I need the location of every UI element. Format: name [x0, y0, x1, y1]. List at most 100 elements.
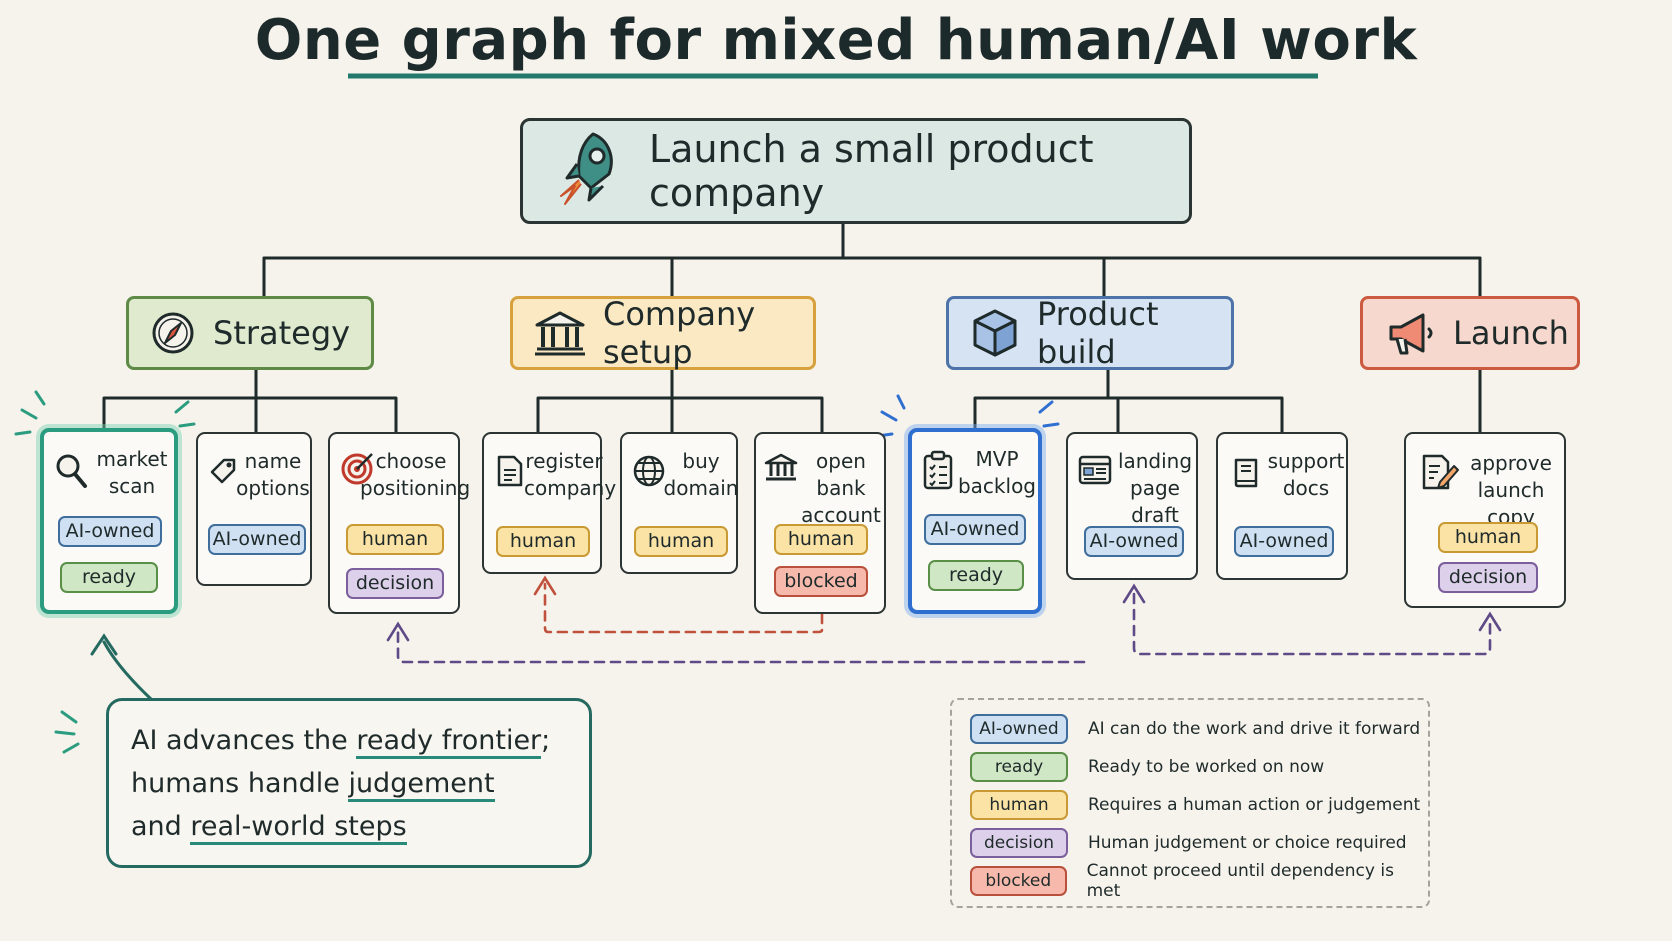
tag-human: human [774, 524, 868, 555]
strategy-connector [102, 368, 398, 434]
tag-decision: decision [346, 568, 444, 599]
dependency-arrow-purple-left [396, 628, 1086, 664]
legend-row-decision: decision Human judgement or choice requi… [970, 828, 1407, 858]
task-card-open-bank-account[interactable]: open bank account human blocked [754, 432, 886, 614]
tag-ready: ready [970, 752, 1068, 782]
tag-ready: ready [928, 560, 1024, 591]
callout-pointer [102, 640, 154, 702]
legend-row-ai-owned: AI-owned AI can do the work and drive it… [970, 714, 1420, 744]
task-label-line2: positioning [360, 476, 471, 500]
task-label-line1: landing [1117, 449, 1193, 473]
task-label-line1: MVP [975, 447, 1019, 471]
task-label-line2: launch copy [1477, 478, 1545, 529]
category-product-build[interactable]: Product build [946, 295, 1234, 371]
task-label-line2: docs [1282, 476, 1330, 500]
task-label-line1: choose [375, 449, 447, 473]
legend-description: AI can do the work and drive it forward [1088, 719, 1421, 739]
task-card-support-docs[interactable]: support docs AI-owned [1216, 432, 1348, 580]
category-label: Product build [1037, 295, 1159, 371]
tag-ai-owned: AI-owned [970, 714, 1068, 744]
dependency-arrowhead-purple-right-a [1122, 583, 1146, 604]
megaphone-icon [1383, 309, 1437, 357]
rocket-icon [551, 126, 631, 216]
legend-row-human: human Requires a human action or judgeme… [970, 790, 1420, 820]
tag-blocked: blocked [970, 866, 1067, 896]
tag-human: human [1438, 522, 1538, 553]
tag-blocked: blocked [774, 566, 868, 597]
task-card-approve-launch-copy[interactable]: approve launch copy human decision [1404, 432, 1566, 608]
task-card-buy-domain[interactable]: buy domain human [620, 432, 738, 574]
category-strategy[interactable]: Strategy [126, 296, 374, 370]
legend-description: Requires a human action or judgement [1088, 795, 1421, 815]
task-label-line1: market [96, 447, 168, 471]
task-label-line2: scan [108, 474, 156, 498]
tag-decision: decision [1438, 562, 1538, 593]
category-company-setup[interactable]: Company setup [510, 295, 816, 371]
task-label-line1: open bank [816, 449, 866, 500]
company-setup-connector [536, 368, 824, 434]
task-label-line2: backlog [957, 474, 1037, 498]
root-goal-label: Launch a small product company [649, 127, 1094, 215]
category-label: Company setup [603, 295, 756, 371]
callout-line-1: AI advances the ready frontier; [131, 719, 567, 762]
tag-ai-owned: AI-owned [58, 516, 162, 547]
tag-ai-owned: AI-owned [208, 524, 306, 555]
tag-icon [208, 456, 238, 490]
legend-description: Cannot proceed until dependency is met [1086, 861, 1394, 901]
compass-icon [149, 309, 197, 357]
task-card-market-scan[interactable]: market scan AI-owned ready [40, 428, 178, 614]
bank-icon [764, 452, 798, 488]
task-label-line2: account [801, 503, 881, 527]
tag-ai-owned: AI-owned [924, 514, 1026, 545]
cube-icon [969, 307, 1021, 359]
checklist-icon [922, 450, 954, 494]
legend-row-blocked: blocked Cannot proceed until dependency … [970, 861, 1428, 901]
tag-ai-owned: AI-owned [1234, 526, 1334, 557]
category-launch[interactable]: Launch [1360, 296, 1580, 370]
tag-human: human [496, 526, 590, 557]
task-card-mvp-backlog[interactable]: MVP backlog AI-owned ready [908, 428, 1042, 614]
task-label-line1: name [244, 449, 302, 473]
category-label: Launch [1453, 314, 1569, 352]
dependency-arrowhead-red [533, 575, 557, 596]
task-label-line2: page draft [1130, 476, 1180, 527]
root-goal-node[interactable]: Launch a small product company [520, 118, 1192, 224]
legend: AI-owned AI can do the work and drive it… [950, 698, 1430, 908]
page-title: One graph for mixed human/AI work [254, 8, 1418, 73]
task-label-line1: buy [682, 449, 720, 473]
product-build-connector [973, 368, 1284, 434]
underline-judgement: judgement [348, 768, 495, 802]
task-label-line2: domain [663, 476, 739, 500]
tag-human: human [634, 526, 728, 557]
tag-ready: ready [60, 562, 158, 593]
callout-line-2: humans handle judgement [131, 762, 567, 805]
legend-row-ready: ready Ready to be worked on now [970, 752, 1324, 782]
bank-building-icon [533, 309, 587, 357]
legend-description: Ready to be worked on now [1088, 757, 1325, 777]
dependency-arrowhead-purple-left [386, 621, 410, 642]
tag-ai-owned: AI-owned [1084, 526, 1184, 557]
magnifier-icon [54, 452, 88, 494]
document-icon [496, 454, 524, 492]
legend-description: Human judgement or choice required [1088, 833, 1407, 853]
task-label-line1: approve [1470, 451, 1552, 475]
book-icon [1232, 456, 1262, 494]
target-icon [340, 450, 376, 490]
tag-decision: decision [970, 828, 1068, 858]
callout-line-3: and real-world steps [131, 805, 567, 848]
webpage-icon [1078, 454, 1112, 490]
frontier-callout: AI advances the ready frontier; humans h… [106, 698, 592, 868]
title-underline [348, 73, 1318, 79]
task-label-line1: support [1267, 449, 1345, 473]
underline-ready-frontier: ready frontier [356, 725, 542, 759]
task-label-line1: register [525, 449, 603, 473]
task-card-landing-page-draft[interactable]: landing page draft AI-owned [1066, 432, 1198, 580]
edit-document-icon [1420, 452, 1460, 496]
task-card-register-company[interactable]: register company human [482, 432, 617, 574]
tag-human: human [970, 790, 1068, 820]
task-label-line2: company [524, 476, 617, 500]
globe-icon [632, 454, 666, 492]
callout-pointer-head [90, 633, 118, 656]
